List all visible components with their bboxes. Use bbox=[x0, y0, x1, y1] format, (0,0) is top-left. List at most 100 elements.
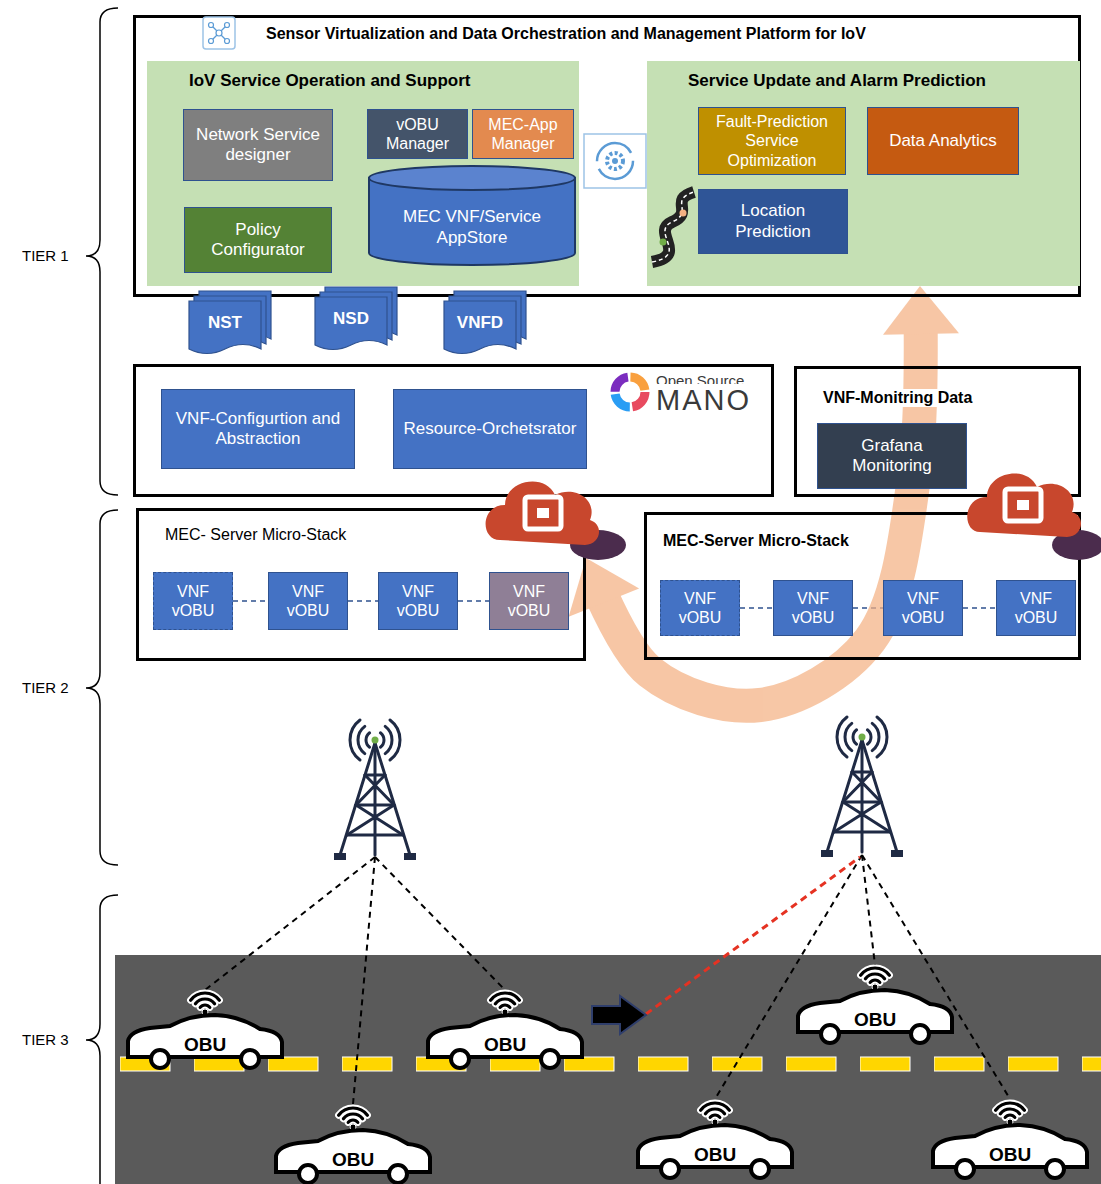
document-stack: VNFD bbox=[443, 290, 527, 358]
box-label: VNF vOBU bbox=[274, 582, 342, 620]
chain-link bbox=[458, 601, 489, 602]
vehicle-obu: OBU bbox=[120, 985, 290, 1070]
box-label: OBU bbox=[989, 1144, 1031, 1167]
chain-link bbox=[740, 608, 773, 609]
box-label: VNF vOBU bbox=[779, 589, 847, 627]
document-stack: NSD bbox=[314, 286, 398, 354]
vehicle-obu-shape bbox=[630, 1095, 800, 1180]
platform-box: Sensor Virtualization and Data Orchestra… bbox=[133, 15, 1081, 297]
update-icon bbox=[584, 134, 646, 188]
chain-line bbox=[853, 607, 883, 609]
vnf-box: VNF vOBU bbox=[773, 580, 853, 636]
cloud-icon bbox=[486, 481, 626, 560]
document-stack: NST bbox=[188, 290, 272, 358]
box-label: VNF vOBU bbox=[495, 582, 563, 620]
process-box: Fault-Prediction Service Optimization bbox=[698, 107, 846, 175]
cloud-icon bbox=[967, 473, 1101, 560]
vnf-box: VNF vOBU bbox=[268, 572, 348, 630]
vnf-box: VNF vOBU bbox=[489, 572, 569, 630]
heading-label: MEC-Server Micro-Stack bbox=[661, 532, 851, 550]
heading-label: Service Update and Alarm Prediction bbox=[686, 71, 988, 91]
box-label: VNF vOBU bbox=[666, 589, 734, 627]
vnf-box: VNF vOBU bbox=[378, 572, 458, 630]
heading-label: VNF-Monitring Data bbox=[821, 389, 974, 407]
chain-line bbox=[458, 600, 489, 602]
process-box: Network Service designer bbox=[183, 109, 333, 181]
box-label: VNF vOBU bbox=[384, 582, 452, 620]
chain-line bbox=[348, 600, 378, 602]
heading-label: Sensor Virtualization and Data Orchestra… bbox=[264, 25, 868, 43]
vehicle-obu: OBU bbox=[420, 985, 590, 1070]
box-label: Data Analytics bbox=[889, 131, 997, 151]
monitoring-box: VNF-Monitring DataGrafana Monitoring bbox=[794, 366, 1081, 497]
database-cylinder: MEC VNF/Service AppStore bbox=[367, 164, 577, 267]
arrow-head bbox=[569, 558, 640, 617]
tier-brace bbox=[86, 895, 118, 1184]
mec-server-box: MEC-Server Micro-StackVNF vOBU VNF vOBU VN… bbox=[644, 512, 1081, 660]
box-label: Resource-Orchetsrator bbox=[404, 419, 577, 439]
box-label: Location Prediction bbox=[704, 201, 842, 242]
process-box: Grafana Monitoring bbox=[817, 423, 967, 489]
vehicle-obu-shape bbox=[925, 1095, 1095, 1180]
chain-link bbox=[853, 608, 883, 609]
heading-label: MEC- Server Micro-Stack bbox=[163, 526, 348, 544]
handover-link bbox=[646, 857, 860, 1014]
arrow-head bbox=[883, 286, 959, 335]
box-label: MEC-App Manager bbox=[478, 115, 568, 153]
mec-server-box: MEC- Server Micro-StackVNF vOBU VNF vOBU V… bbox=[136, 508, 586, 661]
box-label: OBU bbox=[694, 1144, 736, 1167]
service-panel: Service Update and Alarm PredictionFault… bbox=[647, 61, 1080, 286]
tier-brace bbox=[86, 8, 118, 495]
heading-label: IoV Service Operation and Support bbox=[187, 71, 473, 91]
network-icon bbox=[203, 17, 235, 49]
tier-label: TIER 1 bbox=[22, 247, 69, 264]
service-panel: IoV Service Operation and SupportNetwork… bbox=[147, 61, 579, 286]
box-label: vOBU Manager bbox=[373, 115, 462, 153]
direction-arrow bbox=[592, 996, 646, 1034]
vehicle-obu-shape bbox=[120, 985, 290, 1070]
chain-line bbox=[963, 607, 996, 609]
box-label: NST bbox=[208, 313, 242, 333]
process-box: VNF-Configurtion and Abstraction bbox=[161, 389, 355, 469]
box-label: VNFD bbox=[457, 313, 503, 333]
box-label: VNF-Configurtion and Abstraction bbox=[167, 409, 349, 450]
process-box: Policy Configurator bbox=[184, 207, 332, 273]
vehicle-obu-shape bbox=[268, 1100, 438, 1184]
chain-line bbox=[233, 600, 268, 602]
vnf-box: VNF vOBU bbox=[883, 580, 963, 636]
vnf-box: VNF vOBU bbox=[660, 580, 740, 636]
process-box: vOBU Manager bbox=[367, 109, 468, 159]
tier-label: TIER 2 bbox=[22, 679, 69, 696]
vehicle-obu-shape bbox=[790, 960, 960, 1045]
vehicle-obu-shape bbox=[420, 985, 590, 1070]
box-label: OBU bbox=[332, 1149, 374, 1172]
chain-line bbox=[740, 607, 773, 609]
road-icon bbox=[652, 192, 694, 262]
mano-logo bbox=[615, 377, 645, 407]
cell-tower bbox=[821, 717, 903, 857]
box-label: NSD bbox=[333, 309, 369, 329]
radio-link bbox=[205, 855, 1010, 1104]
process-box: MEC-App Manager bbox=[472, 109, 574, 159]
chain-link bbox=[233, 601, 268, 602]
box-label: Network Service designer bbox=[189, 125, 327, 166]
vnf-box: VNF vOBU bbox=[996, 580, 1076, 636]
tier-label: TIER 3 bbox=[22, 1031, 69, 1048]
box-label: VNF vOBU bbox=[889, 589, 957, 627]
process-box: Location Prediction bbox=[698, 189, 848, 254]
mano-box: Open SourceMANOVNF-Configurtion and Abst… bbox=[133, 364, 774, 497]
cell-tower bbox=[334, 720, 416, 860]
tier-brace bbox=[86, 510, 118, 865]
vehicle-obu: OBU bbox=[630, 1095, 800, 1180]
chain-link bbox=[348, 601, 378, 602]
heading-label: MANO bbox=[654, 384, 753, 417]
process-box: Data Analytics bbox=[867, 107, 1019, 175]
vehicle-obu: OBU bbox=[790, 960, 960, 1045]
box-label: Grafana Monitoring bbox=[823, 436, 961, 477]
box-label: OBU bbox=[184, 1034, 226, 1057]
box-label: VNF vOBU bbox=[159, 582, 227, 620]
box-label: MEC VNF/Service AppStore bbox=[367, 207, 577, 248]
box-label: OBU bbox=[484, 1034, 526, 1057]
vnf-box: VNF vOBU bbox=[153, 572, 233, 630]
box-label: Fault-Prediction Service Optimization bbox=[704, 112, 840, 170]
